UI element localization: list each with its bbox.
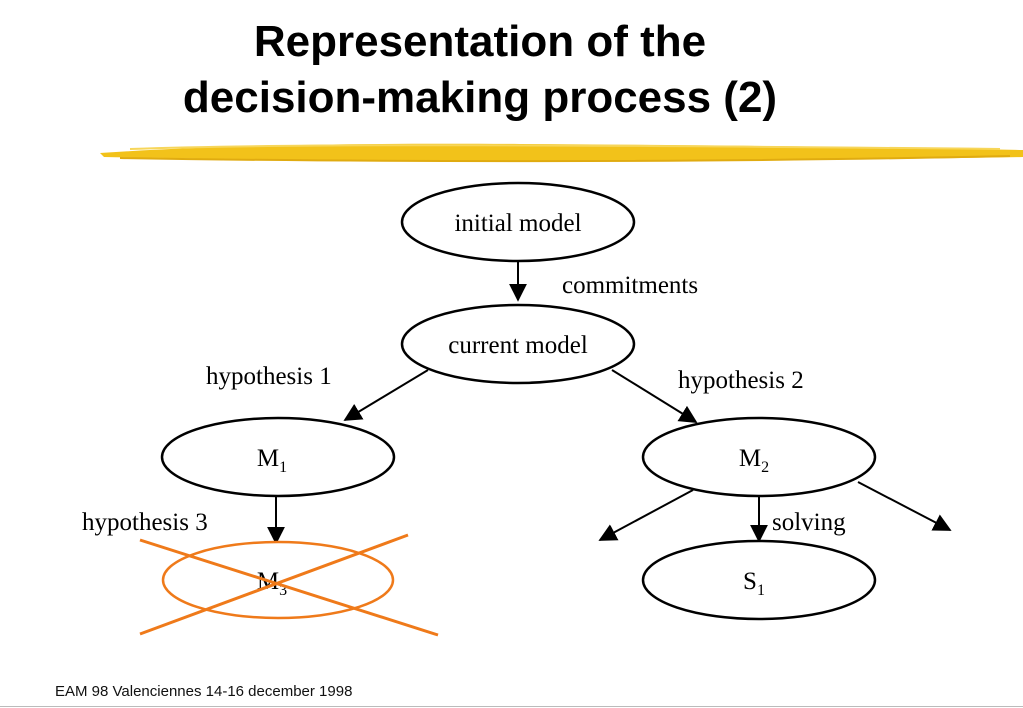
label-commitments: commitments <box>562 272 698 299</box>
node-s1-label-sub: 1 <box>757 582 765 599</box>
node-s1-label-base: S <box>743 568 757 595</box>
node-current-model-label: current model <box>448 332 588 359</box>
label-hypothesis-2: hypothesis 2 <box>678 367 804 394</box>
rejection-cross-stroke-2 <box>139 533 409 636</box>
edge-m2-to-left-branch <box>598 489 694 541</box>
slide-footer: EAM 98 Valenciennes 14-16 december 1998 <box>55 683 353 700</box>
title-underline-brushstroke <box>100 143 1023 163</box>
node-m3-rejected: M3 <box>139 533 439 637</box>
label-hypothesis-3: hypothesis 3 <box>82 509 208 536</box>
node-m2-label: M2 <box>739 445 769 476</box>
node-m1: M1 <box>160 416 396 498</box>
node-m1-label-base: M <box>257 445 279 472</box>
bottom-rule <box>0 706 1023 707</box>
slide-title-line-2: decision-making process (2) <box>182 73 778 122</box>
edge-current-to-m1 <box>343 369 429 421</box>
slide-title: Representation of the decision-making pr… <box>40 14 920 126</box>
node-m2: M2 <box>641 416 877 498</box>
node-s1-label: S1 <box>743 568 765 599</box>
edge-current-to-m2 <box>611 369 698 423</box>
node-m1-label: M1 <box>257 445 287 476</box>
slide-title-line-1: Representation of the <box>253 17 707 66</box>
node-initial-model-label: initial model <box>454 210 581 237</box>
node-m3-label-sub: 3 <box>279 582 287 599</box>
label-hypothesis-1: hypothesis 1 <box>206 363 332 390</box>
node-initial-model: initial model <box>400 181 636 263</box>
node-m2-label-base: M <box>739 445 761 472</box>
node-current-model: current model <box>400 303 636 385</box>
node-m1-label-sub: 1 <box>279 459 287 476</box>
edge-m2-to-right-branch <box>857 481 952 531</box>
node-s1: S1 <box>641 539 877 621</box>
label-solving: solving <box>772 509 846 536</box>
decision-diagram: initial model current model M1 M2 M3 S1 … <box>82 181 952 637</box>
rejection-cross-stroke-1 <box>139 538 439 637</box>
node-m2-label-sub: 2 <box>761 459 769 476</box>
